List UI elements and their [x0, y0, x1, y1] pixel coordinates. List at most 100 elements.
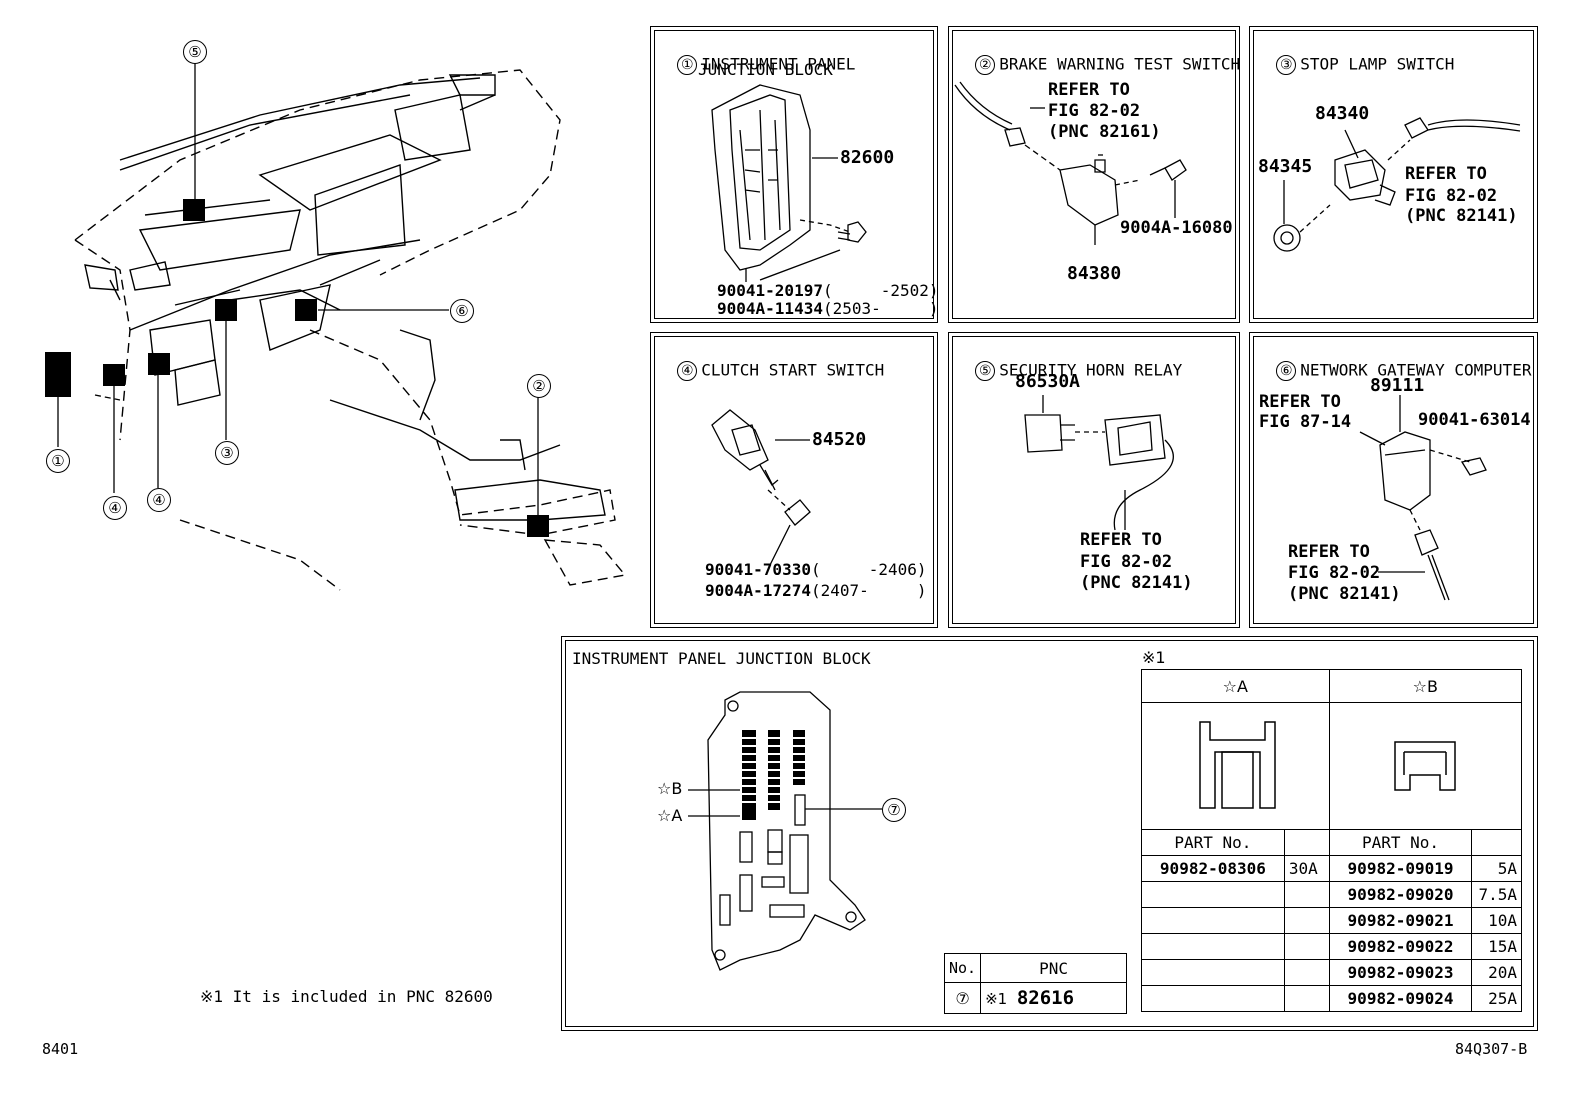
- panel-stop-lamp-switch: [1249, 26, 1538, 323]
- fuse-a-part: [1141, 959, 1285, 986]
- p2-ref-line1: REFER TO: [1048, 80, 1130, 100]
- panel-brake-warning-test-switch: [948, 26, 1240, 323]
- p4-bolt2-range: (2407- ): [810, 581, 927, 600]
- part-84345: 84345: [1258, 156, 1313, 177]
- page-id-right: 84Q307-B: [1455, 1040, 1528, 1058]
- fuse-a-amp: [1283, 985, 1330, 1012]
- relay-86530A: 86530A: [1015, 371, 1081, 392]
- fuse-table: ☆A ☆B PART No. PART No. 90982-08306 30A …: [1141, 669, 1523, 1012]
- fuse-a-amp-header: [1283, 829, 1330, 856]
- callout-1: ①: [46, 449, 70, 473]
- fuse-a-amp: [1283, 933, 1330, 960]
- p5-ref-line1: REFER TO: [1080, 530, 1162, 550]
- p4-bolt2-number: 9004A-17274: [705, 581, 811, 600]
- pnc-header-row: No. PNC: [943, 953, 1127, 983]
- panel-network-gateway-computer: [1249, 332, 1538, 628]
- fuse-col-b: ☆B: [1328, 669, 1523, 703]
- jb-note-mark: ※1: [1142, 648, 1166, 667]
- fuse-b-amp: 10A: [1471, 907, 1522, 934]
- callout-6: ⑥: [450, 299, 474, 323]
- pnc-table: No. PNC ⑦ ※1 82616: [943, 953, 1127, 1014]
- bolt2-number: 9004A-11434: [717, 299, 823, 318]
- callout-4a: ④: [103, 496, 127, 520]
- p5-ref-line3: (PNC 82141): [1080, 573, 1193, 593]
- pnc-header-pnc: PNC: [980, 953, 1127, 983]
- p5-ref-line2: FIG 82-02: [1080, 552, 1173, 572]
- page-id-left: 8401: [42, 1040, 79, 1058]
- bolt-90041-70330: 90041-70330( -2406): [705, 561, 927, 579]
- panel-4-number: ④: [677, 361, 698, 381]
- panel-clutch-start-switch: [650, 332, 938, 628]
- fuse-table-type-header: ☆A ☆B: [1141, 669, 1523, 703]
- panel-instrument-junction-block: [650, 26, 938, 323]
- p4-bolt1-number: 90041-70330: [705, 560, 811, 579]
- bolt-9004A-11434: 9004A-11434(2503- ): [717, 300, 939, 318]
- p6-refa-line1: REFER TO: [1259, 392, 1341, 412]
- jb-callout-7: ⑦: [882, 798, 906, 822]
- panel-1-title-line2: JUNCTION BLOCK: [698, 60, 833, 79]
- fuse-row: 90982-09023 20A: [1141, 959, 1522, 986]
- panel-2-number: ②: [975, 55, 996, 75]
- fuse-row: 90982-08306 30A 90982-09019 5A: [1141, 855, 1522, 882]
- fuse-a-part-header: PART No.: [1141, 829, 1285, 856]
- jb-title: INSTRUMENT PANEL JUNCTION BLOCK: [572, 649, 871, 668]
- fuse-b-amp: 25A: [1471, 985, 1522, 1012]
- fuse-table-image-row: [1141, 702, 1523, 830]
- fuse-b-part: 90982-09020: [1328, 881, 1473, 908]
- panel-junction-block-detail: [561, 636, 1538, 1031]
- screw-90041-63014: 90041-63014: [1418, 410, 1531, 430]
- p3-ref-line1: REFER TO: [1405, 164, 1487, 184]
- panel-6-number: ⑥: [1276, 361, 1297, 381]
- pnc-number: 82616: [1016, 987, 1075, 1009]
- panel-5-title-text: SECURITY HORN RELAY: [999, 360, 1183, 380]
- switch-84520: 84520: [812, 429, 867, 450]
- fuse-a-part: 90982-08306: [1141, 855, 1285, 882]
- pnc-header-no: No.: [943, 953, 982, 983]
- pnc-value: ※1 82616: [980, 982, 1127, 1014]
- fuse-a-amp: [1283, 907, 1330, 934]
- computer-89111: 89111: [1370, 375, 1425, 396]
- fuse-a-part: [1141, 907, 1285, 934]
- panel-5-number: ⑤: [975, 361, 996, 381]
- jb-label-a: ☆A: [657, 806, 683, 825]
- panel-3-number: ③: [1276, 55, 1297, 75]
- p2-ref-line3: (PNC 82161): [1048, 122, 1161, 142]
- fuse-row: 90982-09024 25A: [1141, 985, 1522, 1012]
- fuse-b-part: 90982-09021: [1328, 907, 1473, 934]
- p3-ref-line2: FIG 82-02: [1405, 186, 1498, 206]
- fuse-b-amp: 5A: [1471, 855, 1522, 882]
- pnc-row: ⑦ ※1 82616: [943, 982, 1127, 1014]
- part-82600: 82600: [840, 147, 895, 168]
- fuse-table-part-header: PART No. PART No.: [1141, 829, 1522, 856]
- fuse-b-part: 90982-09022: [1328, 933, 1473, 960]
- p6-refb-line3: (PNC 82141): [1288, 584, 1401, 604]
- jb-label-b: ☆B: [657, 779, 683, 798]
- callout-5: ⑤: [183, 40, 207, 64]
- fuse-b-amp: 7.5A: [1471, 881, 1522, 908]
- p6-refb-line2: FIG 82-02: [1288, 563, 1381, 583]
- bolt1-range: ( -2502): [822, 281, 939, 300]
- fuse-b-amp-header: [1471, 829, 1522, 856]
- panel-4-title-text: CLUTCH START SWITCH: [701, 360, 885, 380]
- footnote: ※1 It is included in PNC 82600: [200, 987, 493, 1006]
- p6-refb-line1: REFER TO: [1288, 542, 1370, 562]
- bolt-9004A-17274: 9004A-17274(2407- ): [705, 582, 927, 600]
- screw-9004A-16080: 9004A-16080: [1120, 218, 1233, 238]
- pnc-no: ⑦: [943, 982, 982, 1014]
- bolt-90041-20197: 90041-20197( -2502): [717, 282, 939, 300]
- fuse-a-amp: [1283, 881, 1330, 908]
- panel-2-title-text: BRAKE WARNING TEST SWITCH: [999, 54, 1241, 74]
- fuse-a-part: [1141, 881, 1285, 908]
- fuse-a-image-cell: [1141, 702, 1330, 830]
- fuse-row: 90982-09022 15A: [1141, 933, 1522, 960]
- fuse-a-amp: 30A: [1283, 855, 1330, 882]
- fuse-b-part-header: PART No.: [1328, 829, 1473, 856]
- part-84340: 84340: [1315, 103, 1370, 124]
- p6-refa-line2: FIG 87-14: [1259, 412, 1352, 432]
- fuse-row: 90982-09020 7.5A: [1141, 881, 1522, 908]
